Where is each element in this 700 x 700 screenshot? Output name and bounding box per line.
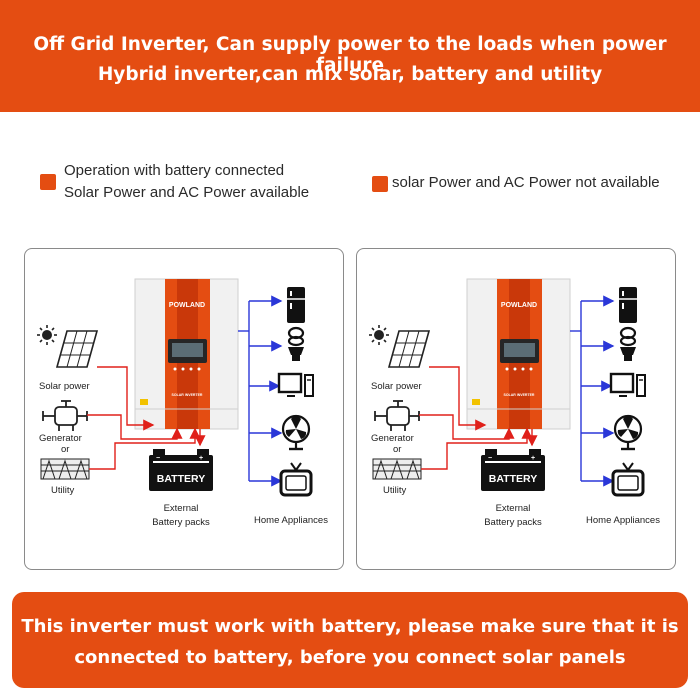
- svg-text:−: −: [488, 455, 492, 462]
- battery-label: BATTERY: [489, 473, 537, 485]
- utility-tower-icon: [40, 458, 90, 480]
- footer-line-1: This inverter must work with battery, pl…: [21, 616, 679, 637]
- external-label: External: [496, 503, 531, 514]
- legend-item2-line1: solar Power and AC Power not available: [392, 174, 660, 191]
- generator-label: Generator: [39, 433, 82, 444]
- or-label: or: [393, 444, 401, 455]
- system-diagram: POWLAND SOLAR INVERTER Solar power: [369, 278, 660, 528]
- fan-icon: [613, 414, 643, 451]
- or-label: or: [61, 444, 69, 455]
- fridge-icon: [619, 287, 637, 323]
- home-appliances-label: Home Appliances: [586, 515, 660, 526]
- utility-tower-icon: [372, 458, 422, 480]
- svg-text:−: −: [156, 455, 160, 462]
- input-flow-lines: [419, 366, 538, 470]
- input-flow-lines: [87, 366, 206, 470]
- sun-icon: [37, 325, 57, 345]
- legend-swatch: [372, 176, 388, 192]
- battery-packs-label: Battery packs: [152, 517, 210, 528]
- system-diagram: POWLAND SOLAR INVERTER Solar power: [37, 278, 328, 528]
- brand-label: POWLAND: [169, 302, 205, 309]
- header-line-1: Off Grid Inverter, Can supply power to t…: [33, 34, 667, 76]
- solar-panel-icon: [55, 330, 99, 368]
- generator-icon: [374, 400, 420, 431]
- diagram-panel-right: POWLAND SOLAR INVERTER Solar power: [356, 248, 676, 570]
- output-flow-lines: [238, 295, 283, 487]
- footer-line-2: connected to battery, before you connect…: [74, 647, 626, 668]
- solar-power-label: Solar power: [371, 381, 422, 392]
- legend-item1-line1: Operation with battery connected: [64, 162, 285, 179]
- inverter-icon: POWLAND SOLAR INVERTER: [134, 278, 239, 430]
- model-label: SOLAR INVERTER: [172, 393, 203, 397]
- model-label: SOLAR INVERTER: [504, 393, 535, 397]
- sun-icon: [369, 325, 389, 345]
- solar-power-label: Solar power: [39, 381, 90, 392]
- fan-icon: [281, 414, 311, 451]
- external-label: External: [164, 503, 199, 514]
- brand-label: POWLAND: [501, 302, 537, 309]
- solar-panel-icon: [387, 330, 431, 368]
- utility-label: Utility: [383, 485, 406, 496]
- battery-packs-label: Battery packs: [484, 517, 542, 528]
- battery-icon: − + BATTERY: [481, 449, 545, 491]
- legend-item1-line2: Solar Power and AC Power available: [64, 184, 310, 201]
- diagram-panel-left: POWLAND SOLAR INVERTER Solar power: [24, 248, 344, 570]
- output-flow-lines: [570, 295, 615, 487]
- fridge-icon: [287, 287, 305, 323]
- utility-label: Utility: [51, 485, 74, 496]
- tv-icon: [279, 462, 313, 497]
- top-banner: Off Grid Inverter, Can supply power to t…: [0, 0, 700, 112]
- computer-icon: [609, 372, 646, 397]
- home-appliances-label: Home Appliances: [254, 515, 328, 526]
- legend-swatch: [40, 174, 56, 190]
- battery-label: BATTERY: [157, 473, 205, 485]
- svg-text:+: +: [199, 455, 203, 462]
- tv-icon: [611, 462, 645, 497]
- generator-label: Generator: [371, 433, 414, 444]
- svg-text:+: +: [531, 455, 535, 462]
- bulb-icon: [619, 326, 637, 361]
- header-line-2: Hybrid inverter,can mix solar, battery a…: [97, 64, 603, 85]
- battery-icon: − + BATTERY: [149, 449, 213, 491]
- bottom-banner: This inverter must work with battery, pl…: [12, 592, 688, 688]
- generator-icon: [42, 400, 88, 431]
- computer-icon: [277, 372, 314, 397]
- inverter-icon: POWLAND SOLAR INVERTER: [466, 278, 571, 430]
- bulb-icon: [287, 326, 305, 361]
